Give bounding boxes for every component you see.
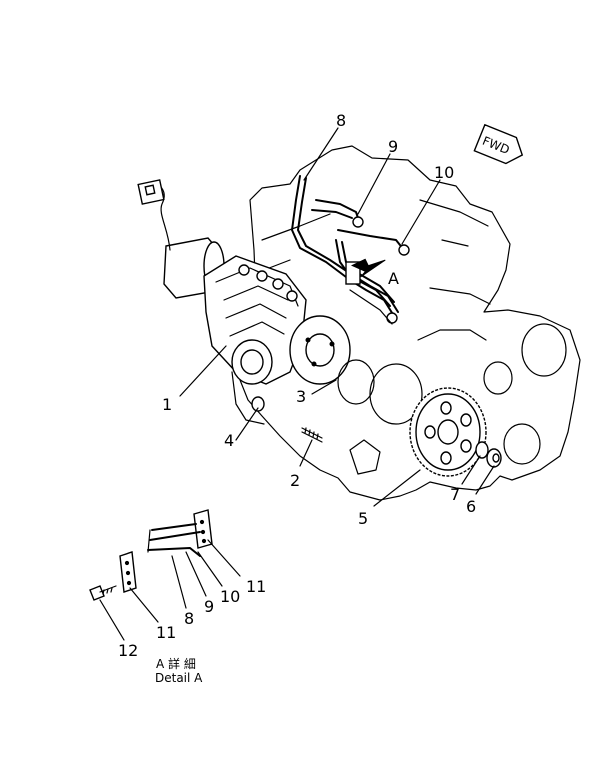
callout-10: 10 bbox=[434, 163, 454, 182]
callout-11-detail-right: 11 bbox=[246, 577, 266, 596]
callout-7: 7 bbox=[450, 485, 460, 504]
detail-caption-jp: A 詳 細 bbox=[156, 656, 196, 671]
callout-12: 12 bbox=[118, 641, 138, 660]
callout-3: 3 bbox=[296, 387, 306, 406]
callout-11-detail-left: 11 bbox=[156, 623, 176, 642]
callout-10-detail: 10 bbox=[220, 587, 240, 606]
callout-9-detail: 9 bbox=[204, 597, 214, 616]
view-marker-a: A bbox=[388, 269, 399, 288]
engine-block bbox=[239, 145, 581, 501]
callout-1: 1 bbox=[162, 395, 172, 414]
injection-pipes bbox=[291, 175, 410, 325]
washer-and-nut bbox=[475, 441, 502, 468]
timing-gear bbox=[409, 387, 487, 477]
fwd-arrow: FWD bbox=[473, 123, 524, 165]
callout-4: 4 bbox=[224, 431, 234, 450]
callout-8: 8 bbox=[336, 111, 346, 130]
detail-caption-en: Detail A bbox=[155, 671, 203, 685]
callout-8-detail: 8 bbox=[184, 609, 194, 628]
callout-2: 2 bbox=[290, 471, 300, 490]
detail-a-drawing bbox=[89, 509, 241, 641]
callout-5: 5 bbox=[358, 509, 368, 528]
pump-drive-flange bbox=[289, 315, 375, 405]
view-arrow-a: A bbox=[350, 258, 399, 288]
callout-6: 6 bbox=[466, 497, 476, 516]
stud-and-nut bbox=[251, 396, 323, 443]
fuel-injection-pump bbox=[137, 179, 307, 425]
leader-lines bbox=[179, 127, 495, 507]
callout-9: 9 bbox=[388, 137, 398, 156]
